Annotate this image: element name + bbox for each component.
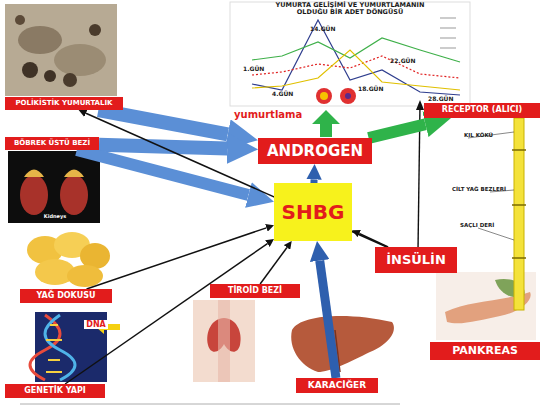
cycle-chart — [230, 2, 470, 106]
protein-box: SHBG — [274, 183, 352, 241]
organ-label-box: BÖBREK ÜSTÜ BEZİ — [5, 137, 99, 150]
ovary-cyst — [89, 24, 101, 36]
organ-label-box: TİROİD BEZİ — [210, 284, 300, 298]
kidney-shape — [20, 175, 48, 215]
thyroid-picture — [193, 300, 255, 382]
fat-cell — [67, 265, 103, 287]
receptor-box: RECEPTOR (ALICI) — [424, 103, 540, 118]
adrenal-gland — [24, 170, 44, 178]
influence-arrow — [87, 228, 267, 289]
kidney-shape — [60, 175, 88, 215]
egg-icon — [316, 88, 332, 104]
ovary-tissue — [54, 44, 106, 76]
day-label: 18.GÜN — [358, 86, 390, 93]
day-label: 1.GÜN — [243, 66, 273, 73]
chart-line — [252, 50, 460, 90]
ovary-picture — [5, 4, 117, 96]
effect-arrow — [369, 124, 426, 138]
node-text: PANKREAS — [452, 345, 518, 357]
node-text: RECEPTOR (ALICI) — [442, 106, 522, 115]
organ-label-box: PANKREAS — [430, 342, 540, 360]
hair-part-label: SAÇLI DERİ — [460, 222, 512, 228]
production-arrow — [320, 261, 336, 378]
organ-label-box: GENETİK YAPI — [5, 384, 105, 398]
shbg-source-arrow — [77, 150, 249, 195]
hair-part-label: CİLT YAĞ BEZLERİ — [452, 186, 514, 192]
dna-strand — [45, 315, 75, 380]
chart-title: YUMURTA GELİŞİMİ VE YUMURTLAMANIN OLDUĞU… — [272, 2, 428, 17]
hair-part-label: KIL KÖKÜ — [464, 132, 512, 138]
chart-line — [252, 20, 460, 95]
hormone-box: ANDROGEN — [258, 138, 372, 164]
chart-line — [252, 56, 460, 78]
chart-line — [252, 38, 460, 62]
organ-label-box: POLİKİSTİK YUMURTALIK — [5, 97, 123, 110]
day-label: 14.GÜN — [310, 26, 342, 33]
influence-arrow — [86, 113, 387, 247]
ovary-cyst — [63, 73, 77, 87]
organ-label-box: KARACİĞER — [296, 378, 378, 393]
dna-picture — [35, 312, 107, 382]
influence-arrow — [260, 247, 287, 284]
ovulation-label: yumurtlama — [234, 109, 306, 121]
egg-icon — [345, 93, 351, 99]
hair-segments — [512, 150, 526, 258]
ovary-cyst — [44, 70, 56, 82]
adrenal-picture — [8, 151, 100, 223]
insulin-chart-arrowhead — [416, 100, 424, 110]
hair-shaft — [514, 118, 524, 310]
day-label: 4.GÜN — [272, 91, 302, 98]
organ-label-box: YAĞ DOKUSU — [20, 289, 112, 303]
egg-icon — [340, 88, 356, 104]
dna-label: DNA — [84, 320, 108, 329]
androgen-source-arrow — [98, 110, 227, 134]
ovary-tissue — [18, 26, 62, 54]
trachea — [218, 300, 230, 382]
node-text: TİROİD BEZİ — [228, 287, 282, 296]
node-text: POLİKİSTİK YUMURTALIK — [15, 100, 112, 108]
ovary-cyst — [15, 15, 25, 25]
node-text: ANDROGEN — [267, 143, 363, 160]
node-text: YAĞ DOKUSU — [37, 292, 96, 301]
hormone-box: İNSÜLİN — [375, 247, 457, 273]
egg-icon — [320, 92, 328, 100]
liver-shape — [291, 316, 394, 372]
dna-rungs — [46, 325, 62, 372]
node-text: GENETİK YAPI — [24, 387, 86, 396]
influence-arrow — [65, 244, 267, 384]
day-label: 22.GÜN — [390, 58, 422, 65]
adrenal-gland — [64, 170, 84, 178]
day-label: 28.GÜN — [428, 96, 460, 103]
node-text: KARACİĞER — [308, 381, 366, 391]
picture-caption: Kidneys — [38, 214, 72, 220]
ovary-cyst — [22, 62, 38, 78]
bottom-rule — [20, 404, 400, 405]
chart-legend-lines — [440, 18, 456, 48]
ovulation-arrow — [312, 110, 340, 137]
node-text: BÖBREK ÜSTÜ BEZİ — [14, 140, 90, 148]
node-text: İNSÜLİN — [386, 253, 446, 267]
node-text: SHBG — [282, 201, 345, 223]
